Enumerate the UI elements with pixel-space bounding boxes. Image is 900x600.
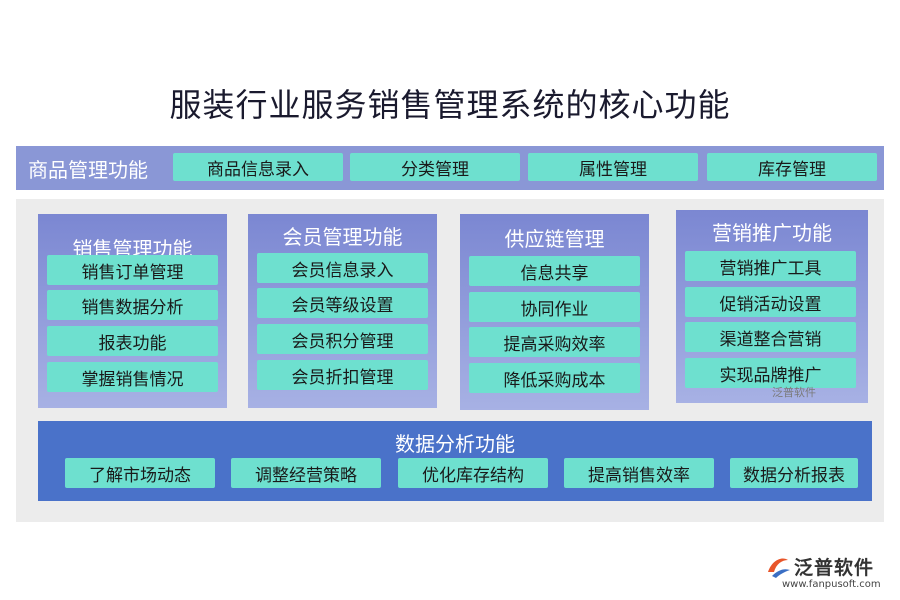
- column-item: 渠道整合营销: [685, 322, 856, 352]
- analysis-item: 调整经营策略: [231, 458, 381, 488]
- product-item: 库存管理: [707, 153, 877, 181]
- marketing-column: 营销推广功能 营销推广工具 促销活动设置 渠道整合营销 实现品牌推广: [676, 210, 868, 403]
- column-item: 销售订单管理: [47, 255, 218, 285]
- column-item: 销售数据分析: [47, 290, 218, 320]
- brand-name: 泛普软件: [794, 557, 875, 579]
- column-title: 供应链管理: [504, 227, 605, 251]
- product-item: 分类管理: [350, 153, 520, 181]
- column-item: 降低采购成本: [469, 363, 640, 393]
- data-analysis-title: 数据分析功能: [395, 432, 515, 456]
- column-item: 会员积分管理: [257, 324, 428, 354]
- column-item: 协同作业: [469, 292, 640, 322]
- column-item: 会员折扣管理: [257, 360, 428, 390]
- product-management-label: 商品管理功能: [28, 158, 148, 182]
- brand-mark-icon: [768, 558, 790, 578]
- product-management-band: 商品管理功能 商品信息录入 分类管理 属性管理 库存管理: [16, 146, 884, 190]
- data-analysis-band: 数据分析功能 了解市场动态 调整经营策略 优化库存结构 提高销售效率 数据分析报…: [38, 421, 872, 501]
- analysis-item: 了解市场动态: [65, 458, 215, 488]
- column-item: 营销推广工具: [685, 251, 856, 281]
- brand-url: www.fanpusoft.com: [782, 579, 881, 590]
- column-title: 营销推广功能: [712, 221, 832, 245]
- column-item: 报表功能: [47, 326, 218, 356]
- column-item: 会员等级设置: [257, 288, 428, 318]
- analysis-item: 数据分析报表: [730, 458, 858, 488]
- product-item: 商品信息录入: [173, 153, 343, 181]
- functions-panel: 销售管理功能 销售订单管理 销售数据分析 报表功能 掌握销售情况 会员管理功能 …: [16, 199, 884, 522]
- page-title: 服装行业服务销售管理系统的核心功能: [169, 86, 731, 124]
- sales-management-column: 销售管理功能 销售订单管理 销售数据分析 报表功能 掌握销售情况: [38, 214, 227, 408]
- column-title: 会员管理功能: [282, 225, 403, 249]
- watermark: 泛普软件: [772, 386, 816, 399]
- analysis-item: 优化库存结构: [398, 458, 548, 488]
- column-item: 会员信息录入: [257, 253, 428, 283]
- analysis-item: 提高销售效率: [564, 458, 714, 488]
- product-item: 属性管理: [528, 153, 698, 181]
- column-item: 提高采购效率: [469, 327, 640, 357]
- supply-chain-column: 供应链管理 信息共享 协同作业 提高采购效率 降低采购成本: [460, 214, 649, 410]
- column-item: 实现品牌推广: [685, 358, 856, 388]
- member-management-column: 会员管理功能 会员信息录入 会员等级设置 会员积分管理 会员折扣管理: [248, 214, 437, 408]
- brand-logo: 泛普软件 www.fanpusoft.com: [764, 552, 894, 596]
- column-item: 掌握销售情况: [47, 362, 218, 392]
- column-item: 促销活动设置: [685, 287, 856, 317]
- column-item: 信息共享: [469, 256, 640, 286]
